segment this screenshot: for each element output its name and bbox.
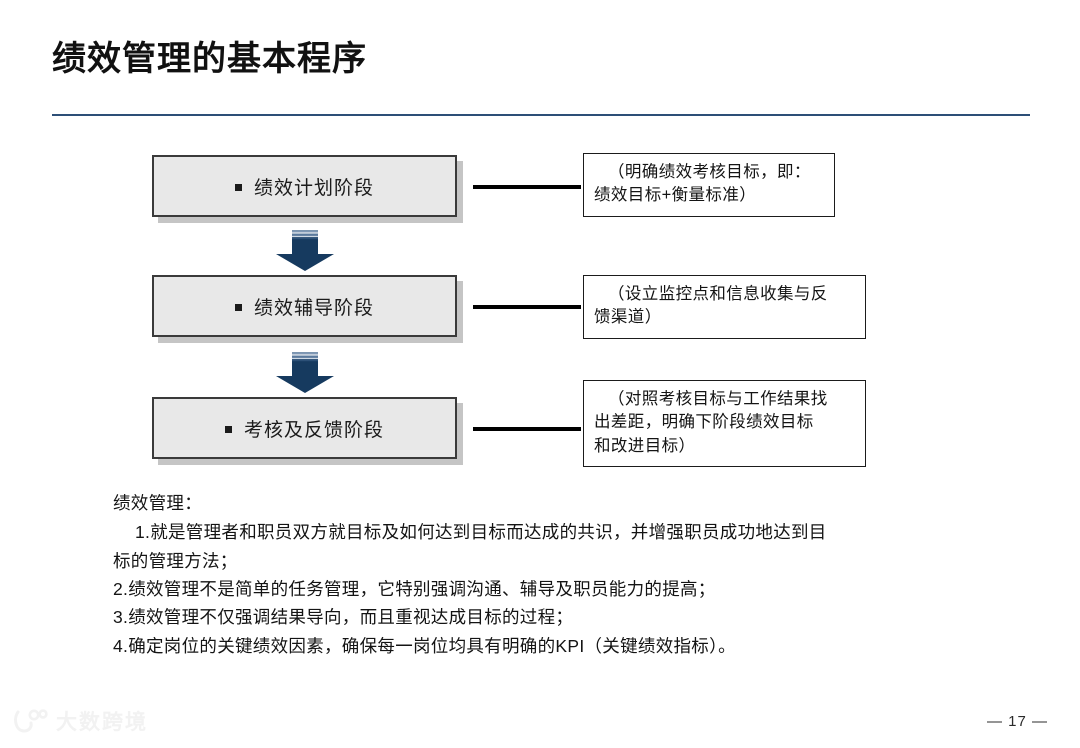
stage-label: 绩效计划阶段 [253,177,374,199]
stage-label: 考核及反馈阶段 [243,419,384,441]
body-item-1-line2: 标的管理方法； [113,550,238,571]
stage-box-coaching[interactable]: 绩效辅导阶段 [152,275,457,337]
square-bullet-icon [234,183,242,191]
down-arrow-icon [272,228,338,272]
stage-box-planning[interactable]: 绩效计划阶段 [152,155,457,217]
connector-line [473,185,581,189]
note-line: （对照考核目标与工作结果找 [608,390,828,408]
body-item-1-line1: 1.就是管理者和职员双方就目标及如何达到目标而达成的共识，并增强职员成功地达到目 [135,522,827,543]
note-line: 馈渠道） [594,308,662,327]
square-bullet-icon [224,425,232,433]
body-item-4: 4.确定岗位的关键绩效因素，确保每一岗位均具有明确的KPI（关键绩效指标）。 [113,635,736,656]
watermark: 大数跨境 [14,706,148,736]
note-box-planning: （明确绩效考核目标，即： 绩效目标+衡量标准） [583,153,835,217]
body-item-3: 3.绩效管理不仅强调结果导向，而且重视达成目标的过程； [113,607,574,628]
brand-logo-icon [14,709,48,733]
body-item-1: 1.就是管理者和职员双方就目标及如何达到目标而达成的共识，并增强职员成功地达到目… [113,518,953,575]
stage-label: 绩效辅导阶段 [253,297,374,319]
down-arrow-icon [272,350,338,394]
stage-box-appraisal[interactable]: 考核及反馈阶段 [152,397,457,459]
connector-line [473,427,581,431]
watermark-text: 大数跨境 [56,711,148,734]
note-box-appraisal: （对照考核目标与工作结果找 出差距，明确下阶段绩效目标 和改进目标） [583,380,866,468]
note-box-coaching: （设立监控点和信息收集与反 馈渠道） [583,275,866,339]
note-line: 和改进目标） [594,436,696,455]
page-title: 绩效管理的基本程序 [52,40,367,78]
title-divider [52,114,1030,116]
page-number: — 17 — [986,713,1048,730]
note-line: 绩效目标+衡量标准） [594,186,757,205]
body-lead: 绩效管理： [113,493,202,513]
note-line: （明确绩效考核目标，即： [608,163,811,181]
square-bullet-icon [234,303,242,311]
note-line: （设立监控点和信息收集与反 [608,285,828,303]
body-item-2: 2.绩效管理不是简单的任务管理，它特别强调沟通、辅导及职员能力的提高； [113,579,716,600]
connector-line [473,305,581,309]
body-text-block: 绩效管理： 1.就是管理者和职员双方就目标及如何达到目标而达成的共识，并增强职员… [113,489,953,660]
note-line: 出差距，明确下阶段绩效目标 [594,413,814,432]
